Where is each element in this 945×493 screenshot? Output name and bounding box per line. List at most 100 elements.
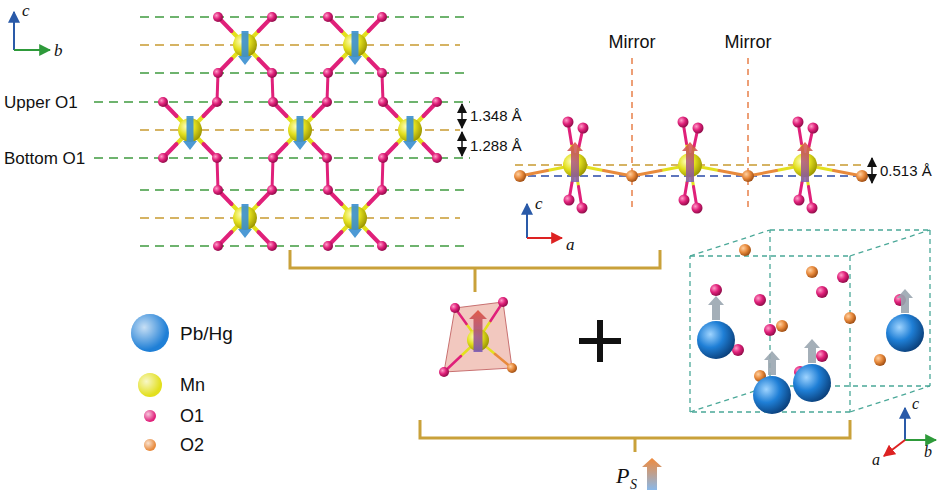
o1-atom: [764, 324, 776, 336]
mirror-line: [747, 58, 749, 210]
axis-label-holder: a: [872, 452, 880, 468]
dimension-arrow: [871, 158, 873, 183]
o1-atom: [578, 123, 589, 134]
legend-sample: [144, 410, 156, 422]
spin-arrow: [797, 142, 813, 182]
mirror-label-holder: Mirror: [725, 33, 772, 51]
o1-atom: [323, 185, 333, 195]
legend-swatch: [131, 314, 169, 352]
legend-swatch: [138, 373, 162, 397]
o1-atom: [794, 195, 805, 206]
axis-arrow: [13, 12, 15, 50]
o1-atom: [793, 117, 804, 128]
plane-label-holder: Bottom O1: [4, 150, 85, 167]
axis-label: c: [535, 194, 543, 213]
axis-label: c: [912, 395, 919, 412]
o1-atom: [816, 286, 828, 298]
dipole-arrow: [897, 289, 913, 313]
o1-atom: [432, 97, 442, 107]
axis-label-holder: b: [924, 444, 932, 460]
pb-hg-atom: [886, 314, 924, 352]
spin-arrow: [183, 116, 197, 150]
swatch-highlight: [144, 439, 156, 451]
legend-sample: [144, 439, 156, 451]
tetrahedron: [444, 302, 512, 372]
o1-atom: [323, 241, 333, 251]
spin-arrow: [348, 204, 362, 238]
distance-label-holder: 1.348 Å: [470, 108, 522, 124]
unit-cell-edge: [690, 230, 770, 256]
o2-atom: [739, 244, 751, 256]
polarization-label: P: [616, 463, 629, 488]
distance-label-holder: 1.288 Å: [470, 138, 522, 154]
swatch-highlight: [144, 410, 156, 422]
axis-label-holder: c: [22, 2, 30, 19]
legend-entry: Mn: [180, 376, 205, 394]
swatch-highlight: [138, 373, 162, 397]
axis-label: b: [54, 41, 63, 60]
axis-label-holder: b: [54, 42, 63, 59]
unit-cell-edge: [850, 386, 930, 412]
o1-atom: [267, 185, 277, 195]
o1-atom: [158, 97, 168, 107]
mn-plane-line: [140, 217, 460, 219]
o1-atom: [378, 153, 388, 163]
pb-hg-atom: [753, 376, 791, 414]
spin-arrow: [238, 31, 252, 65]
o1-atom: [710, 284, 722, 296]
o1-plane-line: [140, 16, 470, 18]
o1-plane-line: [140, 189, 470, 191]
mn-plane-line: [140, 44, 460, 46]
dimension-arrow: [461, 104, 463, 128]
swatch-highlight: [131, 314, 169, 352]
o1-atom: [693, 123, 704, 134]
o1-atom: [837, 271, 849, 283]
o1-atom: [323, 68, 333, 78]
legend-text: Mn: [180, 375, 205, 395]
o1-plane-line: [94, 101, 470, 103]
distance-label: 0.513 Å: [880, 162, 932, 179]
axis-label: c: [22, 1, 30, 20]
o2-atom: [844, 312, 856, 324]
o1-atom: [692, 203, 703, 214]
pb-hg-atom: [697, 321, 735, 359]
o-atom: [498, 297, 508, 307]
plane-label: Upper O1: [4, 93, 78, 112]
o1-atom: [267, 241, 277, 251]
legend-sample: [138, 373, 162, 397]
o1-atom: [212, 153, 222, 163]
o2-atom: [514, 170, 526, 182]
o1-atom: [158, 153, 168, 163]
o1-atom: [563, 117, 574, 128]
dipole-arrow: [764, 351, 780, 375]
axis-arrow: [884, 440, 905, 456]
o1-atom: [268, 153, 278, 163]
axis-arrow: [905, 439, 936, 441]
plane-label-holder: Upper O1: [4, 94, 78, 111]
o1-atom: [377, 241, 387, 251]
dipole-arrow: [708, 296, 724, 320]
axis-arrow: [904, 408, 906, 440]
axis-label: b: [924, 443, 932, 460]
axis-arrow: [526, 204, 528, 238]
o1-atom: [267, 12, 277, 22]
distance-label: 1.288 Å: [470, 137, 522, 154]
spin-arrow: [293, 116, 307, 150]
unit-cell-edge: [770, 229, 930, 230]
spin-arrow: [348, 31, 362, 65]
o2-atom: [776, 320, 788, 332]
legend-text: Pb/Hg: [180, 323, 233, 344]
o1-atom: [213, 185, 223, 195]
polarization-label-holder: P: [616, 465, 629, 487]
o1-atom: [267, 68, 277, 78]
plus-sign: [579, 320, 621, 362]
legend-entry: Pb/Hg: [180, 324, 233, 343]
o1-atom: [377, 185, 387, 195]
axis-label: a: [566, 235, 575, 254]
legend-entry: O2: [180, 436, 204, 454]
spin-arrow: [403, 116, 417, 150]
o-atom: [439, 367, 449, 377]
o1-atom: [377, 12, 387, 22]
bracket: [420, 420, 850, 452]
